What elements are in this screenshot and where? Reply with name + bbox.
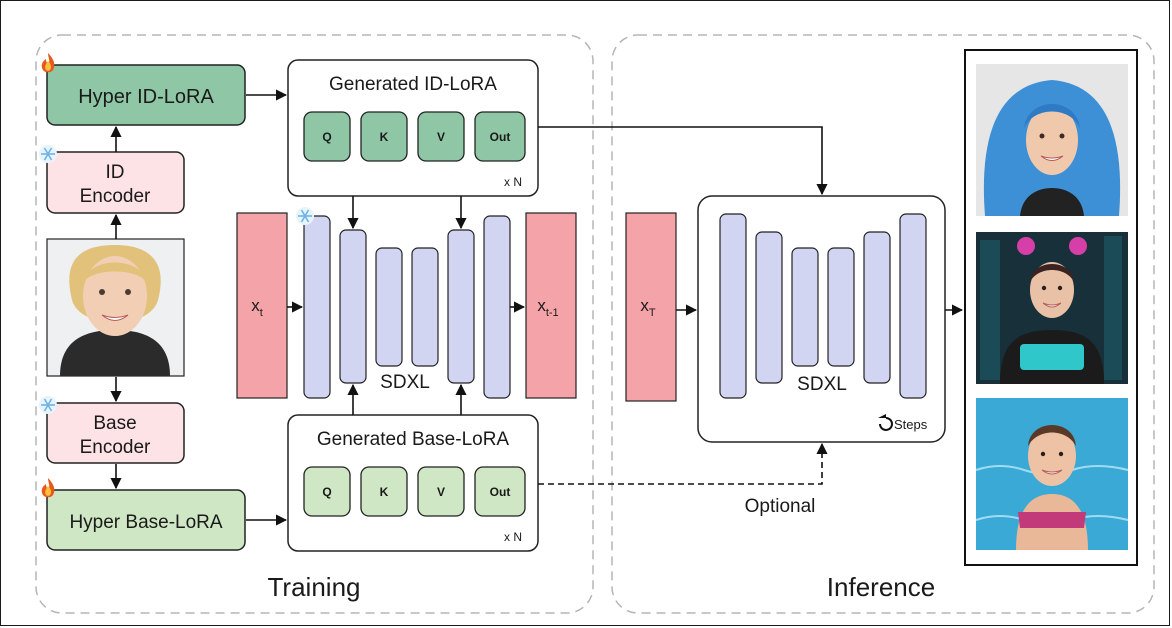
latent-xt-box	[236, 212, 288, 399]
id-encoder-label-line1: ID	[106, 162, 125, 183]
result-photo-swimming	[975, 398, 1129, 550]
inf-unet-block-dec1	[863, 231, 891, 384]
flame-icon	[41, 53, 55, 73]
sdxl-inference-label: SDXL	[797, 374, 847, 395]
training-section-label: Training	[268, 572, 361, 602]
generated-base-lora-title: Generated Base-LoRA	[317, 429, 510, 450]
arrow-base-lora-optional	[538, 442, 828, 485]
base-encoder-label-line2: Encoder	[80, 437, 151, 458]
id-lora-cell-q-label: Q	[322, 130, 331, 144]
sdxl-training-label: SDXL	[380, 372, 430, 393]
id-lora-cell-k-label: K	[380, 130, 389, 144]
inf-unet-block-dec2	[899, 213, 927, 399]
unet-block-enc2	[339, 229, 367, 384]
base-lora-cell-out-label: Out	[490, 485, 511, 499]
generated-base-lora-box	[287, 414, 539, 552]
inf-unet-block-enc2	[755, 231, 783, 384]
hyper-id-lora-box	[46, 64, 246, 126]
id-lora-cell-v-label: V	[437, 130, 445, 144]
unet-block-dec1	[447, 229, 475, 384]
base-lora-cell-k	[360, 466, 408, 517]
base-lora-cell-q	[303, 466, 351, 517]
id-encoder-label-line2: Encoder	[80, 186, 151, 207]
generated-id-lora-box	[287, 59, 539, 197]
flame-icon	[41, 478, 55, 498]
snowflake-icon	[295, 206, 315, 226]
id-lora-cell-out	[474, 111, 526, 162]
id-lora-repeat-label: x N	[504, 175, 522, 189]
inf-unet-block-mid1	[791, 247, 819, 367]
id-lora-cell-v	[417, 111, 465, 162]
unet-block-enc1	[303, 215, 331, 399]
base-lora-cell-v	[417, 466, 465, 517]
base-encoder-box	[46, 402, 185, 464]
latent-xt-label: xt	[251, 296, 263, 319]
inference-section-label: Inference	[827, 572, 935, 602]
latent-xT-box	[625, 212, 677, 402]
hyper-base-lora-box	[46, 489, 246, 551]
latent-xt1-box	[525, 212, 577, 399]
latent-xt1-label: xt-1	[537, 296, 558, 319]
hyper-base-lora-label: Hyper Base-LoRA	[69, 512, 222, 533]
snowflake-icon	[38, 144, 58, 164]
result-photo-blue-hair	[976, 64, 1128, 216]
training-section	[35, 34, 594, 614]
unet-block-dec2	[483, 215, 511, 399]
base-lora-cell-out	[474, 466, 526, 517]
inf-unet-block-mid2	[827, 247, 855, 367]
unet-block-mid2	[411, 247, 439, 367]
base-lora-repeat-label: x N	[504, 530, 522, 544]
steps-label: Steps	[894, 417, 928, 432]
id-lora-cell-k	[360, 111, 408, 162]
generated-id-lora-title: Generated ID-LoRA	[329, 74, 497, 95]
hyper-id-lora-label: Hyper ID-LoRA	[78, 86, 214, 108]
base-lora-cell-v-label: V	[437, 485, 445, 499]
base-lora-cell-q-label: Q	[322, 485, 331, 499]
snowflake-icon	[38, 395, 58, 415]
base-lora-cell-k-label: K	[380, 485, 389, 499]
optional-label: Optional	[745, 496, 816, 517]
latent-xT-label: xT	[640, 296, 656, 319]
arrow-id-lora-to-inference	[538, 126, 828, 196]
result-photo-cyberpunk	[976, 232, 1128, 384]
id-lora-cell-q	[303, 111, 351, 162]
unet-block-mid1	[375, 247, 403, 367]
base-encoder-label-line1: Base	[93, 413, 136, 434]
id-lora-cell-out-label: Out	[490, 130, 511, 144]
inference-section	[611, 34, 1155, 614]
loop-arrow-icon	[878, 414, 893, 431]
inf-unet-block-enc1	[719, 213, 747, 399]
input-face-photo	[46, 238, 185, 377]
